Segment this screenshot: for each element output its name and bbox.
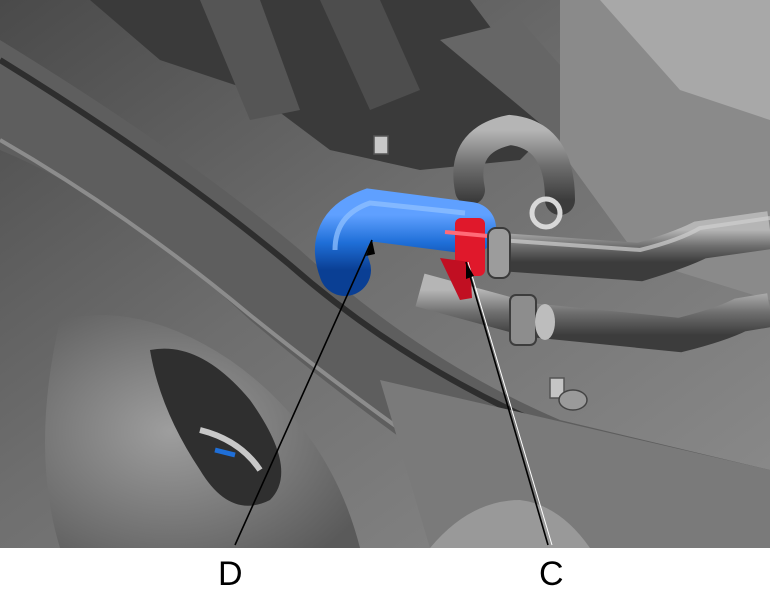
callout-label-d: D [218, 555, 243, 590]
panel-cutout [150, 348, 282, 506]
hose-pipe-collar [487, 227, 511, 279]
upper-pipe-loop [453, 114, 575, 215]
upper-bracket-structure [90, 0, 560, 170]
lower-band-clamp [509, 294, 537, 346]
blue-hose [315, 188, 496, 296]
leader-line-c [465, 261, 549, 546]
render-area [0, 0, 770, 548]
red-hose-clamp [440, 218, 489, 300]
bolt-upper [373, 135, 389, 155]
upper-metal-pipe [498, 211, 770, 282]
pipe-end-ring [529, 196, 563, 230]
leader-line-d [234, 239, 373, 546]
bolt-right [549, 377, 588, 411]
callout-label-c: C [539, 555, 564, 590]
lower-metal-pipe [415, 273, 770, 353]
